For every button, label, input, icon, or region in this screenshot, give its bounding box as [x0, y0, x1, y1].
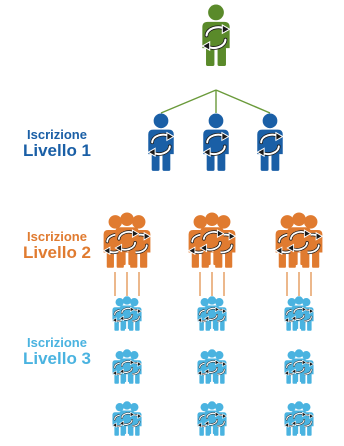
- connector-root-to-right: [215, 89, 271, 114]
- circular-arrows-icon: [119, 411, 135, 427]
- level-3-group-3-2: [196, 401, 228, 436]
- connector-root-to-left: [160, 89, 217, 114]
- level-3-group-1-1: [111, 296, 143, 331]
- level-1-label-line2: Livello 1: [22, 140, 92, 160]
- person-with-cycle-arrows-icon: [199, 212, 225, 266]
- circular-arrows-icon: [204, 411, 220, 427]
- level-3-label-line2: Livello 3: [22, 348, 92, 368]
- person-with-cycle-arrows-icon: [204, 349, 220, 383]
- person-with-cycle-arrows-icon: [119, 296, 135, 330]
- circular-arrows-icon: [119, 306, 135, 322]
- circular-arrows-icon: [199, 229, 225, 253]
- person-with-cycle-arrows-icon: [204, 296, 220, 330]
- level-3-group-2-2: [196, 349, 228, 384]
- circular-arrows-icon: [202, 131, 230, 157]
- circular-arrows-icon: [147, 131, 175, 157]
- circular-arrows-icon: [204, 359, 220, 375]
- person-with-cycle-arrows-icon: [291, 401, 307, 435]
- circular-arrows-icon: [119, 359, 135, 375]
- level-2-label-line2: Livello 2: [22, 242, 92, 262]
- level-3-label: Iscrizione Livello 3: [12, 336, 102, 367]
- level-2-group-3: [274, 212, 324, 268]
- level-1-person-1: [147, 113, 175, 171]
- level-3-group-3-1: [111, 401, 143, 436]
- level-2-label-line1: Iscrizione: [27, 229, 87, 244]
- level-1-label-line1: Iscrizione: [27, 127, 87, 142]
- level-1-label: Iscrizione Livello 1: [12, 128, 102, 159]
- person-with-cycle-arrows-icon: [204, 401, 220, 435]
- circular-arrows-icon: [286, 229, 312, 253]
- person-with-cycle-arrows-icon: [286, 212, 312, 266]
- person-with-cycle-arrows-icon: [114, 212, 140, 266]
- level-3-group-1-2: [196, 296, 228, 331]
- root-person-icon: [201, 4, 231, 66]
- person-with-cycle-arrows-icon: [291, 349, 307, 383]
- level-2-group-1: [102, 212, 152, 268]
- circular-arrows-icon: [291, 306, 307, 322]
- circular-arrows-icon: [204, 306, 220, 322]
- level-1-person-2: [202, 113, 230, 171]
- circular-arrows-icon: [256, 131, 284, 157]
- person-with-cycle-arrows-icon: [119, 401, 135, 435]
- level-3-group-3-3: [283, 401, 315, 436]
- level-1-person-3: [256, 113, 284, 171]
- circular-arrows-icon: [291, 359, 307, 375]
- level-3-label-line1: Iscrizione: [27, 335, 87, 350]
- circular-arrows-icon: [114, 229, 140, 253]
- circular-arrows-icon: [291, 411, 307, 427]
- level-2-label: Iscrizione Livello 2: [12, 230, 102, 261]
- circular-arrows-icon: [201, 24, 231, 52]
- level-3-group-2-3: [283, 349, 315, 384]
- level-2-group-2: [187, 212, 237, 268]
- level-3-group-2-1: [111, 349, 143, 384]
- person-with-cycle-arrows-icon: [291, 296, 307, 330]
- level-3-group-1-3: [283, 296, 315, 331]
- person-with-cycle-arrows-icon: [119, 349, 135, 383]
